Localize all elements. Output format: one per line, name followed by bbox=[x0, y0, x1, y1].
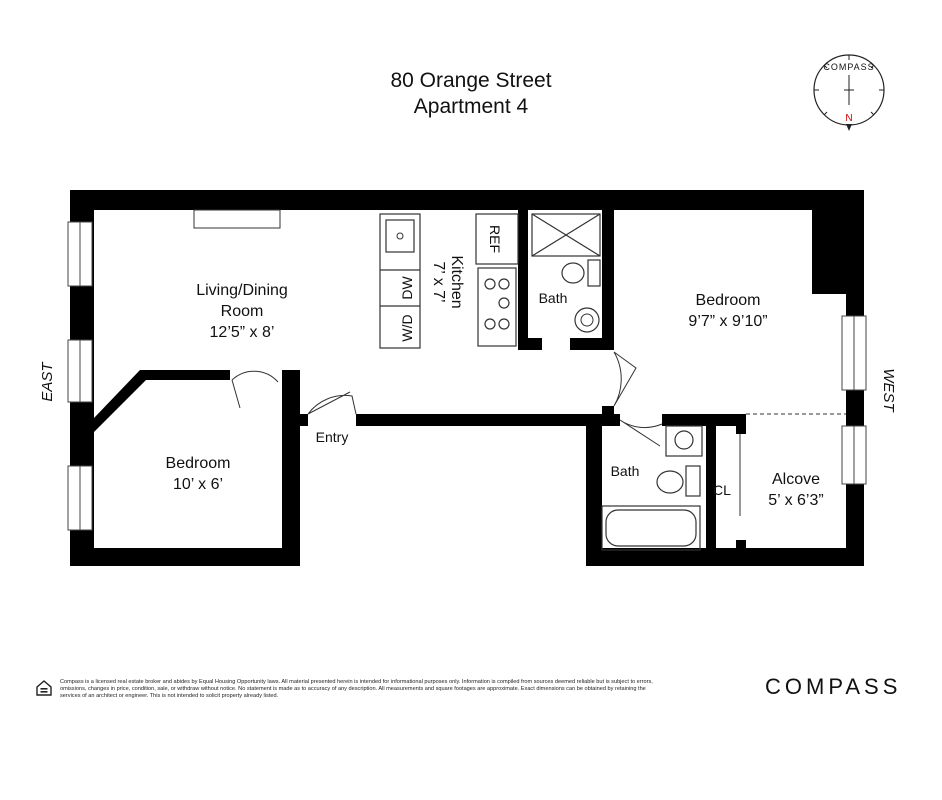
legal-disclaimer: Compass is a licensed real estate broker… bbox=[60, 679, 653, 699]
east-label: EAST bbox=[39, 361, 56, 402]
west-label: WEST bbox=[880, 368, 897, 413]
kitchen-name: Kitchen bbox=[448, 255, 465, 308]
ref-label: REF bbox=[487, 225, 503, 253]
kitchen-size: 7’ x 7’ bbox=[430, 261, 447, 302]
kitchen-counter bbox=[379, 213, 421, 349]
doors bbox=[231, 351, 741, 516]
plan-title-unit: Apartment 4 bbox=[413, 95, 529, 118]
bath2-name: Bath bbox=[611, 463, 640, 479]
closet-label: CL bbox=[713, 482, 731, 498]
refrigerator bbox=[475, 213, 519, 265]
bath2-toilet-icon bbox=[656, 470, 684, 494]
equal-housing-icon bbox=[36, 680, 52, 696]
toilet-icon bbox=[561, 262, 585, 284]
west-bedroom-name: Bedroom bbox=[696, 292, 761, 309]
bath2-sink-icon bbox=[665, 425, 703, 457]
stove-icon bbox=[477, 267, 517, 347]
dw-label: DW bbox=[399, 276, 415, 300]
wd-label: W/D bbox=[399, 314, 415, 341]
compass-logo: COMPASS bbox=[765, 674, 902, 699]
living-room-name-2: Room bbox=[221, 303, 264, 320]
living-room-name: Living/Dining bbox=[196, 282, 288, 299]
alcove-name: Alcove bbox=[772, 471, 820, 488]
shower-icon bbox=[531, 213, 601, 257]
compass-icon: COMPASS N bbox=[813, 54, 885, 131]
windows bbox=[67, 221, 867, 531]
bath-sink-icon bbox=[574, 307, 600, 333]
plan-title-address: 80 Orange Street bbox=[390, 69, 552, 92]
compass-ring-text: COMPASS bbox=[823, 62, 874, 72]
entry-label: Entry bbox=[316, 429, 349, 445]
sink-icon bbox=[385, 219, 415, 253]
east-bedroom-size: 10’ x 6’ bbox=[173, 476, 223, 493]
bathtub-icon bbox=[601, 505, 701, 551]
radiator bbox=[193, 209, 281, 229]
compass-north-label: N bbox=[845, 113, 852, 124]
bath1-name: Bath bbox=[539, 290, 568, 306]
alcove-size: 5’ x 6’3” bbox=[768, 492, 823, 509]
fixtures bbox=[193, 209, 703, 551]
interior-walls bbox=[94, 210, 746, 566]
west-bedroom-size: 9’7” x 9’10” bbox=[688, 313, 767, 330]
living-room-size: 12’5” x 8’ bbox=[210, 324, 275, 341]
east-bedroom-name: Bedroom bbox=[166, 455, 231, 472]
exterior-walls bbox=[70, 190, 864, 566]
